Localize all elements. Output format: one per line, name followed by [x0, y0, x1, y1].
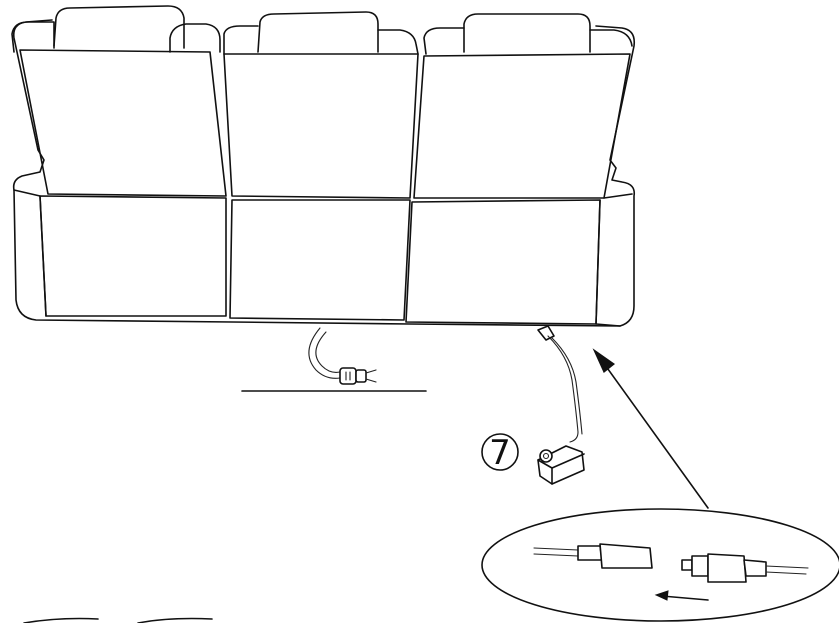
step-marker: 7	[482, 433, 518, 473]
left-arm	[14, 190, 46, 316]
middle-top-cushion	[258, 12, 378, 52]
wall-plug-illustration	[242, 328, 426, 391]
middle-side-cushion-left	[224, 26, 258, 54]
middle-seat-front	[230, 200, 410, 320]
right-top-cushion	[464, 14, 590, 52]
power-cord	[309, 328, 340, 378]
left-side-cushion-right	[170, 24, 220, 52]
direction-arrow-icon	[656, 591, 708, 600]
power-plug-icon	[340, 368, 376, 384]
callout-ellipse	[482, 509, 839, 621]
sofa-outline	[14, 20, 635, 326]
male-connector-icon	[682, 554, 808, 582]
left-backrest	[20, 50, 226, 196]
power-adapter-icon	[538, 446, 584, 484]
right-arm	[596, 194, 632, 326]
left-side-cushion-left	[12, 22, 54, 52]
pointer-arrow-icon	[594, 350, 708, 508]
cropped-line-fragments	[24, 619, 212, 623]
female-connector-icon	[534, 544, 652, 568]
right-backrest	[414, 54, 630, 198]
power-cord-inner	[316, 332, 340, 372]
left-seat-front	[40, 196, 226, 316]
sofa-illustration	[12, 6, 634, 326]
right-side-cushion-right	[590, 30, 632, 46]
step-number: 7	[489, 433, 511, 473]
right-side-cushion-left	[424, 28, 464, 54]
left-top-cushion	[54, 6, 184, 48]
adapter-cable-inner	[552, 338, 582, 434]
middle-backrest	[224, 54, 418, 198]
right-seat-front	[406, 200, 600, 324]
middle-side-cushion-right	[378, 30, 418, 54]
connector-detail-callout	[482, 509, 839, 621]
adapter-cord-illustration	[538, 326, 584, 484]
